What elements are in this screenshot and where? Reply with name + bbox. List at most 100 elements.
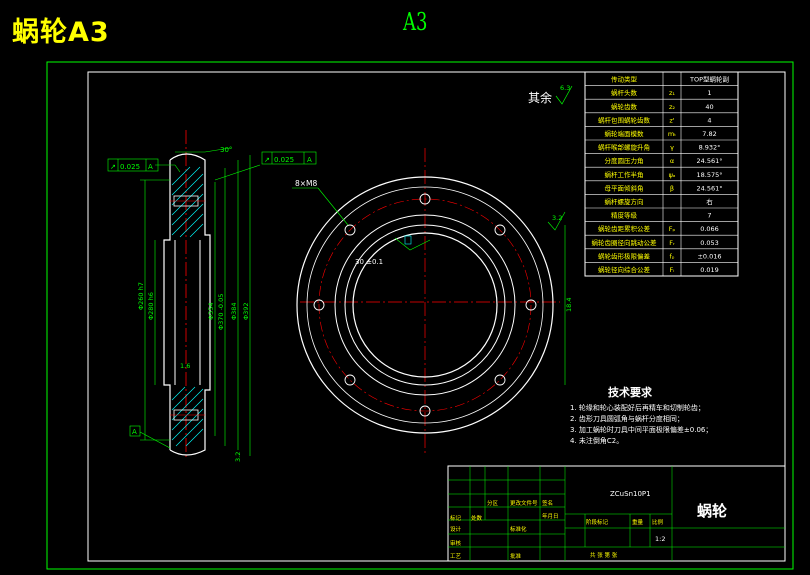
param-symbol: mₜ [668, 130, 676, 138]
bolt-pitch-circle [318, 198, 532, 412]
outer-rim-circle [296, 176, 554, 434]
hatch-bottom [171, 386, 204, 447]
hatch-top [171, 166, 204, 238]
roughness-right-label: 3.2 [552, 214, 562, 222]
svg-text:比例: 比例 [652, 518, 664, 526]
sheet-size-label: A3 [403, 8, 428, 36]
param-label: 蜗杆螺旋方向 [605, 197, 644, 206]
technical-requirements: 技术要求 1. 轮缘和轮心装配好后再精车和切制轮齿； 2. 齿形刀具圆弧角与蜗杆… [570, 385, 712, 445]
param-symbol: γ [670, 144, 674, 152]
param-label: 蜗杆头数 [611, 88, 638, 97]
param-symbol: z₁ [669, 89, 675, 97]
param-symbol: β [670, 184, 674, 192]
svg-text:签名: 签名 [542, 499, 553, 507]
param-label: 精度等级 [611, 211, 638, 220]
param-label: 蜗杆工作半角 [605, 170, 644, 179]
param-label: 蜗杆喉部螺旋升角 [598, 143, 650, 152]
param-value: 7.82 [702, 130, 716, 138]
dim-mid-1: Φ354 [207, 302, 215, 320]
svg-text:0.025: 0.025 [120, 163, 140, 171]
param-row: 传动类型 TOP型蜗轮副 [611, 75, 729, 84]
svg-text:标记: 标记 [450, 514, 462, 522]
roughness-bottom-label: 3.2 [234, 452, 242, 462]
part-name-label: 蜗轮 [697, 502, 727, 520]
dim-left-2: Φ280 h6 [147, 292, 155, 320]
param-label: 传动类型 [611, 75, 638, 84]
svg-text:处数: 处数 [471, 514, 483, 522]
param-label: 蜗轮齿圈径向跳动公差 [592, 238, 658, 247]
drawing-title: 蜗轮A3 [12, 17, 110, 48]
param-value: 40 [705, 103, 713, 111]
svg-text:分区: 分区 [487, 499, 499, 507]
svg-text:↗: ↗ [110, 163, 116, 171]
param-row: 蜗轮端面模数 mₜ 7.82 [605, 129, 717, 138]
svg-text:阶段标记: 阶段标记 [586, 518, 609, 526]
param-value: 右 [706, 197, 713, 206]
dim-mid-2: Φ370 -0.05 [217, 294, 225, 330]
side-dimension-lines [139, 147, 261, 456]
tech-req-heading: 技术要求 [608, 385, 653, 399]
dim-left-1: Φ260 h7 [137, 282, 145, 310]
param-row: 蜗轮齿距累积公差 Fₚ 0.066 [598, 224, 719, 233]
tech-req-item-1: 1. 轮缘和轮心装配好后再精车和切制轮齿； [570, 403, 705, 412]
param-label: 母平面倾斜角 [605, 183, 644, 192]
tech-req-item-3: 3. 加工蜗轮时刀具中间平面极限偏差±0.06； [570, 425, 712, 434]
bolt-holes [313, 193, 537, 417]
dim-right-2: Φ392 [242, 302, 250, 320]
keyway-angle-label: 30 ±0.1 [355, 258, 383, 266]
param-value: TOP型蜗轮副 [689, 75, 729, 84]
datum-marker: A [129, 425, 141, 437]
svg-text:A: A [307, 156, 312, 164]
svg-text:标准化: 标准化 [510, 525, 527, 533]
param-row: 母平面倾斜角 β 24.561° [605, 183, 723, 192]
outer-frame [46, 61, 794, 570]
param-label: 蜗轮径向综合公差 [598, 265, 651, 274]
geo-tolerance-frame-right: ↗ 0.025 A [261, 151, 317, 165]
param-label: 蜗轮齿距累积公差 [598, 224, 651, 233]
svg-text:工艺: 工艺 [450, 553, 462, 560]
hole-callout: 8×M8 [295, 179, 318, 188]
side-view-outline [163, 153, 211, 456]
param-value: 0.053 [700, 239, 719, 247]
title-block[interactable]: ZCuSn10P1 蜗轮 1:2 标记 处数 分区 更改文件号 签名 年月日 设… [447, 465, 786, 562]
param-label: 蜗轮端面模数 [605, 129, 645, 138]
side-section-view[interactable]: ↗ 0.025 A ↗ 0.025 A 30° A 1.6 3.2 Φ260 h… [107, 130, 317, 462]
param-value: ±0.016 [697, 252, 721, 260]
angle-label: 30° [220, 146, 232, 154]
front-circular-view[interactable]: 8×M8 30 ±0.1 18.4 3.2 [292, 148, 573, 455]
param-symbol: ψₐ [669, 171, 676, 179]
roughness-inner-label: 1.6 [180, 362, 190, 370]
param-label: 蜗轮齿形极限偏差 [598, 251, 651, 260]
param-symbol: Fᵢ [670, 266, 675, 274]
tech-req-item-2: 2. 齿形刀具圆弧角与蜗杆分度相同； [570, 414, 684, 423]
tech-req-item-4: 4. 未注倒角C2。 [570, 436, 623, 445]
param-symbol: z' [669, 116, 674, 124]
bore-circle [352, 232, 498, 378]
param-row: 蜗杆螺旋方向 右 [605, 197, 714, 206]
svg-text:0.025: 0.025 [274, 156, 294, 164]
svg-text:更改文件号: 更改文件号 [510, 499, 538, 507]
param-label: 蜗轮齿数 [611, 102, 638, 111]
param-value: 24.561° [697, 184, 723, 192]
svg-text:其余: 其余 [528, 90, 552, 105]
svg-text:↗: ↗ [264, 156, 270, 164]
svg-text:审核: 审核 [450, 539, 462, 547]
param-value: 4 [707, 116, 711, 124]
param-symbol: α [670, 157, 674, 165]
general-roughness-note: 其余 6.3 [528, 84, 573, 105]
inner-frame [87, 71, 786, 562]
geo-tolerance-frame-left: ↗ 0.025 A [107, 158, 159, 172]
svg-text:设计: 设计 [450, 525, 462, 533]
param-value: 0.066 [700, 225, 719, 233]
param-symbol: Fₚ [669, 225, 676, 233]
material-label: ZCuSn10P1 [610, 490, 651, 498]
